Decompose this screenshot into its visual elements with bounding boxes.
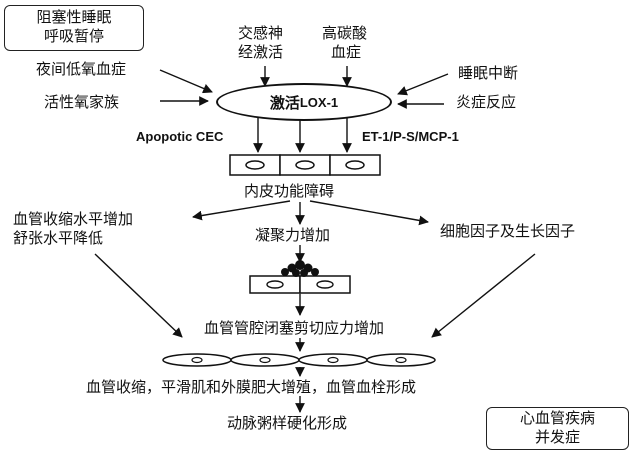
lox1-suffix: LOX-1 [299,94,339,110]
vasoconstriction-line1: 血管收缩水平增加 [13,210,134,228]
arrow-hypoxemia [159,69,213,94]
lox1-prefix: 激活 [269,93,300,112]
arrow-to-vasoconstriction [192,200,291,221]
sympathetic-line1: 交感神 [238,24,284,42]
smooth-muscle-cells [162,353,436,367]
et1-label: ET-1/P-S/MCP-1 [362,129,459,144]
endothelial-dysfunction-label: 内皮功能障碍 [244,182,335,200]
atherosclerosis-label: 动脉粥样硬化形成 [227,414,348,432]
sympathetic-line2: 经激活 [238,43,284,61]
ros-label: 活性氧家族 [44,93,120,111]
cytokines-label: 细胞因子及生长因子 [440,222,576,240]
arrow-to-cytokines [309,200,429,226]
cvd-line2: 并发症 [534,428,580,446]
platelet-aggregate [249,260,351,294]
endothelial-cells [229,154,381,176]
arrow-cytokines-to-shear [431,253,536,338]
osa-box: 阻塞性睡眠 呼吸暂停 [4,5,144,51]
sleep-interruption-label: 睡眠中断 [458,64,519,82]
vasoconstriction-line2: 舒张水平降低 [13,229,104,247]
apoptotic-cec-label: Apopotic CEC [136,129,224,144]
osa-line1: 阻塞性睡眠 [36,8,112,26]
arrow-sleep [397,73,449,96]
arrow-vaso-to-cells [94,253,183,338]
cvd-complications-box: 心血管疾病 并发症 [486,407,629,450]
hypercapnia-line2: 血症 [331,43,362,61]
hypercapnia-line1: 高碳酸 [322,24,368,42]
inflammation-label: 炎症反应 [456,93,517,111]
shear-stress-label: 血管管腔闭塞剪切应力增加 [204,319,385,337]
hypoxemia-label: 夜间低氧血症 [36,60,127,78]
vascular-changes-label: 血管收缩，平滑肌和外膜肥大增殖，血管血栓形成 [86,378,417,396]
osa-line2: 呼吸暂停 [43,27,104,45]
cvd-line1: 心血管疾病 [519,409,595,427]
coagulation-label: 凝聚力增加 [255,226,331,244]
